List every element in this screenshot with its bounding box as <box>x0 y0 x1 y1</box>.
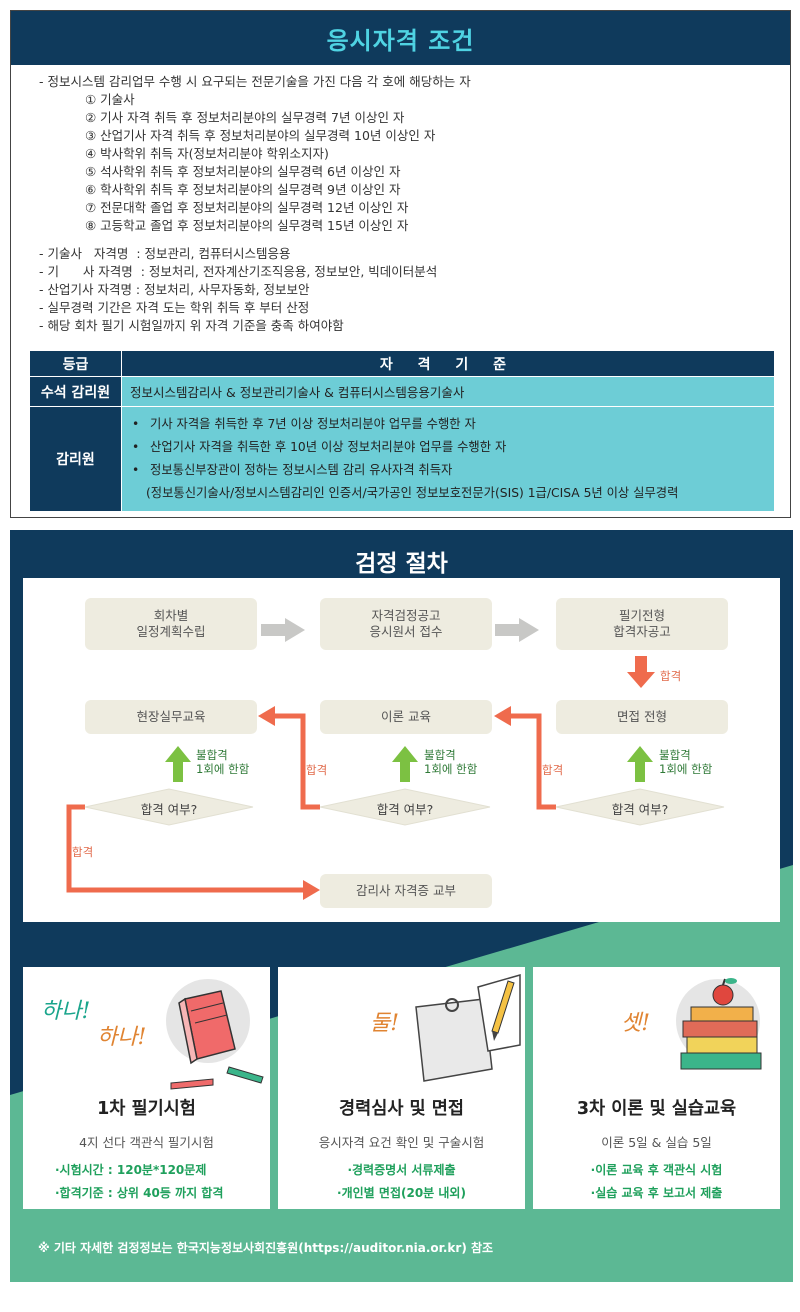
qualification-section: 응시자격 조건 - 정보시스템 감리업무 수행 시 요구되는 전문기술을 가진 … <box>10 10 791 518</box>
criteria-cell: 정보시스템감리사 & 정보관리기술사 & 컴퓨터시스템응용기술사 <box>121 376 775 407</box>
requirement-item: ④ 박사학위 취득 자(정보처리분야 학위소지자) <box>85 146 329 161</box>
red-final-arrow <box>66 804 305 893</box>
procedure-title: 검정 절차 <box>355 551 448 577</box>
note-line: - 기술사 자격명 : 정보관리, 컴퓨터시스템응용 <box>39 246 291 261</box>
pass-label: 합격 <box>542 763 564 777</box>
step-certificate-issue: 감리사 자격증 교부 <box>320 874 492 908</box>
pass-label: 합격 <box>306 763 328 777</box>
criteria-column-header: 자 격 기 준 <box>121 350 775 377</box>
hand-lettering: 하나! <box>41 999 91 1024</box>
hand-lettering: 셋! <box>621 1011 651 1036</box>
decision-diamond <box>84 788 254 826</box>
card-subtitle: 4지 선다 객관식 필기시험 <box>79 1135 214 1150</box>
criteria-subnote: (정보통신기술사/정보시스템감리인 인증서/국가공인 정보보호전문가(SIS) … <box>146 486 679 500</box>
stage-card-interview: 둘! 경력심사 및 면접 응시자격 요건 확인 및 구술시험 ·경력증명서 서류… <box>278 967 525 1209</box>
note-line: - 산업기사 자격명 : 정보처리, 사무자동화, 정보보안 <box>39 282 310 297</box>
card-point: ·시험시간 : 120분*120문제 <box>55 1163 207 1177</box>
green-arrow-up <box>392 746 418 782</box>
requirement-item: ⑥ 학사학위 취득 후 정보처리분야의 실무경력 9년 이상인 자 <box>85 182 401 197</box>
card-subtitle: 이론 5일 & 실습 5일 <box>601 1135 712 1150</box>
table-row: 감리원 •기사 자격을 취득한 후 7년 이상 정보처리분야 업무를 수행한 자… <box>29 406 775 512</box>
green-arrow-up <box>165 746 191 782</box>
requirement-item: ⑦ 전문대학 졸업 후 정보처리분야의 실무경력 12년 이상인 자 <box>85 200 409 215</box>
decision-diamond <box>555 788 725 826</box>
flow-connectors <box>66 618 725 900</box>
grade-cell: 수석 감리원 <box>29 376 122 407</box>
red-arrow-down <box>627 656 655 688</box>
decision-label: 합격 여부? <box>611 802 669 817</box>
step-theory-training: 이론 교육 <box>320 700 492 734</box>
table-row: 수석 감리원 정보시스템감리사 & 정보관리기술사 & 컴퓨터시스템응용기술사 <box>29 376 775 407</box>
hand-lettering: 하나! <box>97 1025 147 1050</box>
grade-column-header: 등급 <box>29 350 122 377</box>
grade-cell: 감리원 <box>29 406 122 512</box>
card-title: 1차 필기시험 <box>97 1099 196 1119</box>
gray-arrow <box>495 618 539 642</box>
requirements-list: - 정보시스템 감리업무 수행 시 요구되는 전문기술을 가진 다음 각 호에 … <box>39 73 779 335</box>
red-elbow-arrow <box>273 713 320 810</box>
red-arrowhead <box>494 706 511 726</box>
note-line: - 해당 회차 필기 시험일까지 위 자격 기준을 충족 하여야함 <box>39 318 344 333</box>
qualification-title: 응시자격 조건 <box>326 26 475 55</box>
note-pencil-icon <box>415 974 521 1082</box>
qualification-header: 응시자격 조건 <box>11 11 790 65</box>
requirement-item: ② 기사 자격 취득 후 정보처리분야의 실무경력 7년 이상인 자 <box>85 110 405 125</box>
card-point: ·경력증명서 서류제출 <box>347 1163 456 1177</box>
note-line: - 기 사 자격명 : 정보처리, 전자계산기조직응용, 정보보안, 빅데이터분… <box>39 264 438 279</box>
stage-card-written-exam: 하나! 하나! 1차 필기시험 4지 선다 객관식 필기시험 ·시험시간 : 1… <box>23 967 270 1209</box>
green-arrow-up <box>627 746 653 782</box>
card-point: ·합격기준 : 상위 40등 까지 합격 <box>55 1186 224 1200</box>
card-title: 경력심사 및 면접 <box>339 1099 464 1119</box>
decision-diamond <box>319 788 491 826</box>
criteria-bullet: •정보통신부장관이 정하는 정보시스템 감리 유사자격 취득자 <box>132 463 453 477</box>
requirement-item: ③ 산업기사 자격 취득 후 정보처리분야의 실무경력 10년 이상인 자 <box>85 128 436 143</box>
decision-label: 합격 여부? <box>376 802 434 817</box>
hand-lettering: 둘! <box>370 1011 400 1036</box>
red-arrowhead <box>303 880 320 900</box>
grade-table: 등급 자 격 기 준 수석 감리원 정보시스템감리사 & 정보관리기술사 & 컴… <box>29 350 775 512</box>
decision-label: 합격 여부? <box>140 802 198 817</box>
pass-label: 합격 <box>72 845 94 859</box>
card-title: 3차 이론 및 실습교육 <box>576 1099 737 1119</box>
step-interview: 면접 전형 <box>556 700 728 734</box>
criteria-bullet: •산업기사 자격을 취득한 후 10년 이상 정보처리분야 업무를 수행한 자 <box>132 440 507 454</box>
card-subtitle: 응시자격 요건 확인 및 구술시험 <box>318 1135 485 1150</box>
card-point: ·이론 교육 후 객관식 시험 <box>590 1163 723 1177</box>
step-field-training: 현장실무교육 <box>85 700 257 734</box>
requirement-item: ⑧ 고등학교 졸업 후 정보처리분야의 실무경력 15년 이상인 자 <box>85 218 409 233</box>
card-point: ·개인별 면접(20분 내외) <box>337 1186 466 1200</box>
criteria-bullet: •기사 자격을 취득한 후 7년 이상 정보처리분야 업무를 수행한 자 <box>132 417 476 431</box>
requirement-item: ① 기술사 <box>85 92 135 107</box>
card-point: ·실습 교육 후 보고서 제출 <box>590 1186 723 1200</box>
gray-arrow <box>261 618 305 642</box>
note-line: - 실무경력 기간은 자격 도는 학위 취득 후 부터 산정 <box>39 300 310 315</box>
requirement-item: ⑤ 석사학위 취득 후 정보처리분야의 실무경력 6년 이상인 자 <box>85 164 401 179</box>
footnote: ※ 기타 자세한 검정정보는 한국지능정보사회진흥원(https://audit… <box>38 1241 494 1255</box>
pass-label: 합격 <box>660 669 682 683</box>
red-arrowhead <box>258 706 275 726</box>
criteria-cell: •기사 자격을 취득한 후 7년 이상 정보처리분야 업무를 수행한 자 •산업… <box>121 406 775 512</box>
books-apple-icon <box>680 978 762 1070</box>
stage-card-training: 셋! 3차 이론 및 실습교육 이론 5일 & 실습 5일 ·이론 교육 후 객… <box>533 967 780 1209</box>
book-pencil-icon <box>170 990 264 1090</box>
red-elbow-arrow <box>509 713 556 810</box>
requirements-intro: - 정보시스템 감리업무 수행 시 요구되는 전문기술을 가진 다음 각 호에 … <box>39 74 471 89</box>
